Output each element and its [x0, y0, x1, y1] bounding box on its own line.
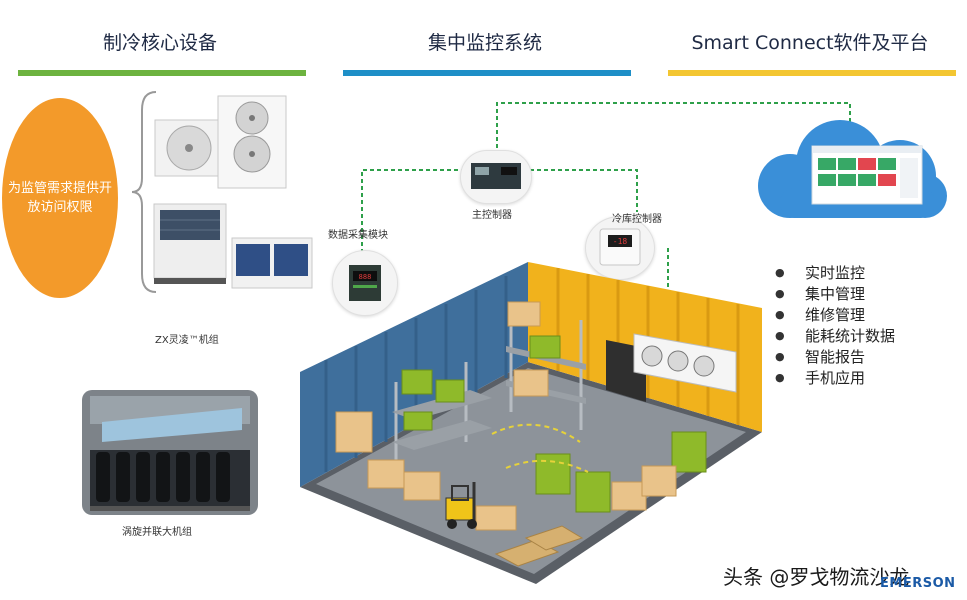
feature-item: ●集中管理	[775, 285, 866, 303]
cold-room-controller-icon: -18	[599, 228, 641, 266]
feature-item: ●手机应用	[775, 369, 866, 387]
access-note-text: 为监管需求提供开放访问权限	[7, 181, 112, 215]
condensing-units-image	[153, 95, 313, 289]
zx-unit-label: ZX灵凌™机组	[155, 335, 219, 346]
scroll-rack-label: 涡旋并联大机组	[122, 527, 192, 538]
access-note-oval: 为监管需求提供开放访问权限	[2, 98, 118, 298]
svg-text:888: 888	[359, 273, 372, 281]
bullet-icon: ●	[775, 308, 785, 321]
data-module-label: 数据采集模块	[328, 230, 388, 241]
svg-text:-18: -18	[613, 237, 628, 246]
bullet-icon: ●	[775, 287, 785, 300]
cold-room-controller-label: 冷库控制器	[612, 214, 662, 225]
data-module-circle: 888	[332, 250, 398, 316]
brand-logo-text: EMERSON	[880, 576, 956, 591]
data-module-icon: 888	[349, 265, 381, 301]
cold-storage-warehouse-illustration	[300, 262, 762, 584]
watermark-text: 头条 @罗戈物流沙龙	[723, 565, 910, 589]
feature-item: ●维修管理	[775, 306, 866, 324]
feature-item: ●能耗统计数据	[775, 327, 896, 345]
bullet-icon: ●	[775, 266, 785, 279]
main-controller-icon	[471, 163, 521, 189]
bullet-icon: ●	[775, 371, 785, 384]
bullet-icon: ●	[775, 350, 785, 363]
column-title-equipment: 制冷核心设备	[102, 32, 217, 54]
grouping-brace	[131, 91, 157, 293]
feature-list: ●实时监控 ●集中管理 ●维修管理 ●能耗统计数据 ●智能报告 ●手机应用	[775, 262, 895, 388]
column-title-platform: Smart Connect软件及平台	[691, 32, 929, 54]
column-bar-monitoring	[343, 70, 631, 76]
main-controller-label: 主控制器	[472, 210, 512, 221]
feature-item: ●实时监控	[775, 264, 866, 282]
column-bar-equipment	[18, 70, 306, 76]
scroll-rack-image	[82, 390, 258, 515]
cloud-platform	[758, 120, 947, 218]
feature-item: ●智能报告	[775, 348, 866, 366]
column-title-monitoring: 集中监控系统	[427, 32, 542, 54]
cold-room-controller-circle: -18	[585, 216, 655, 280]
column-bar-platform	[668, 70, 956, 76]
bullet-icon: ●	[775, 329, 785, 342]
main-controller-circle	[460, 150, 532, 204]
